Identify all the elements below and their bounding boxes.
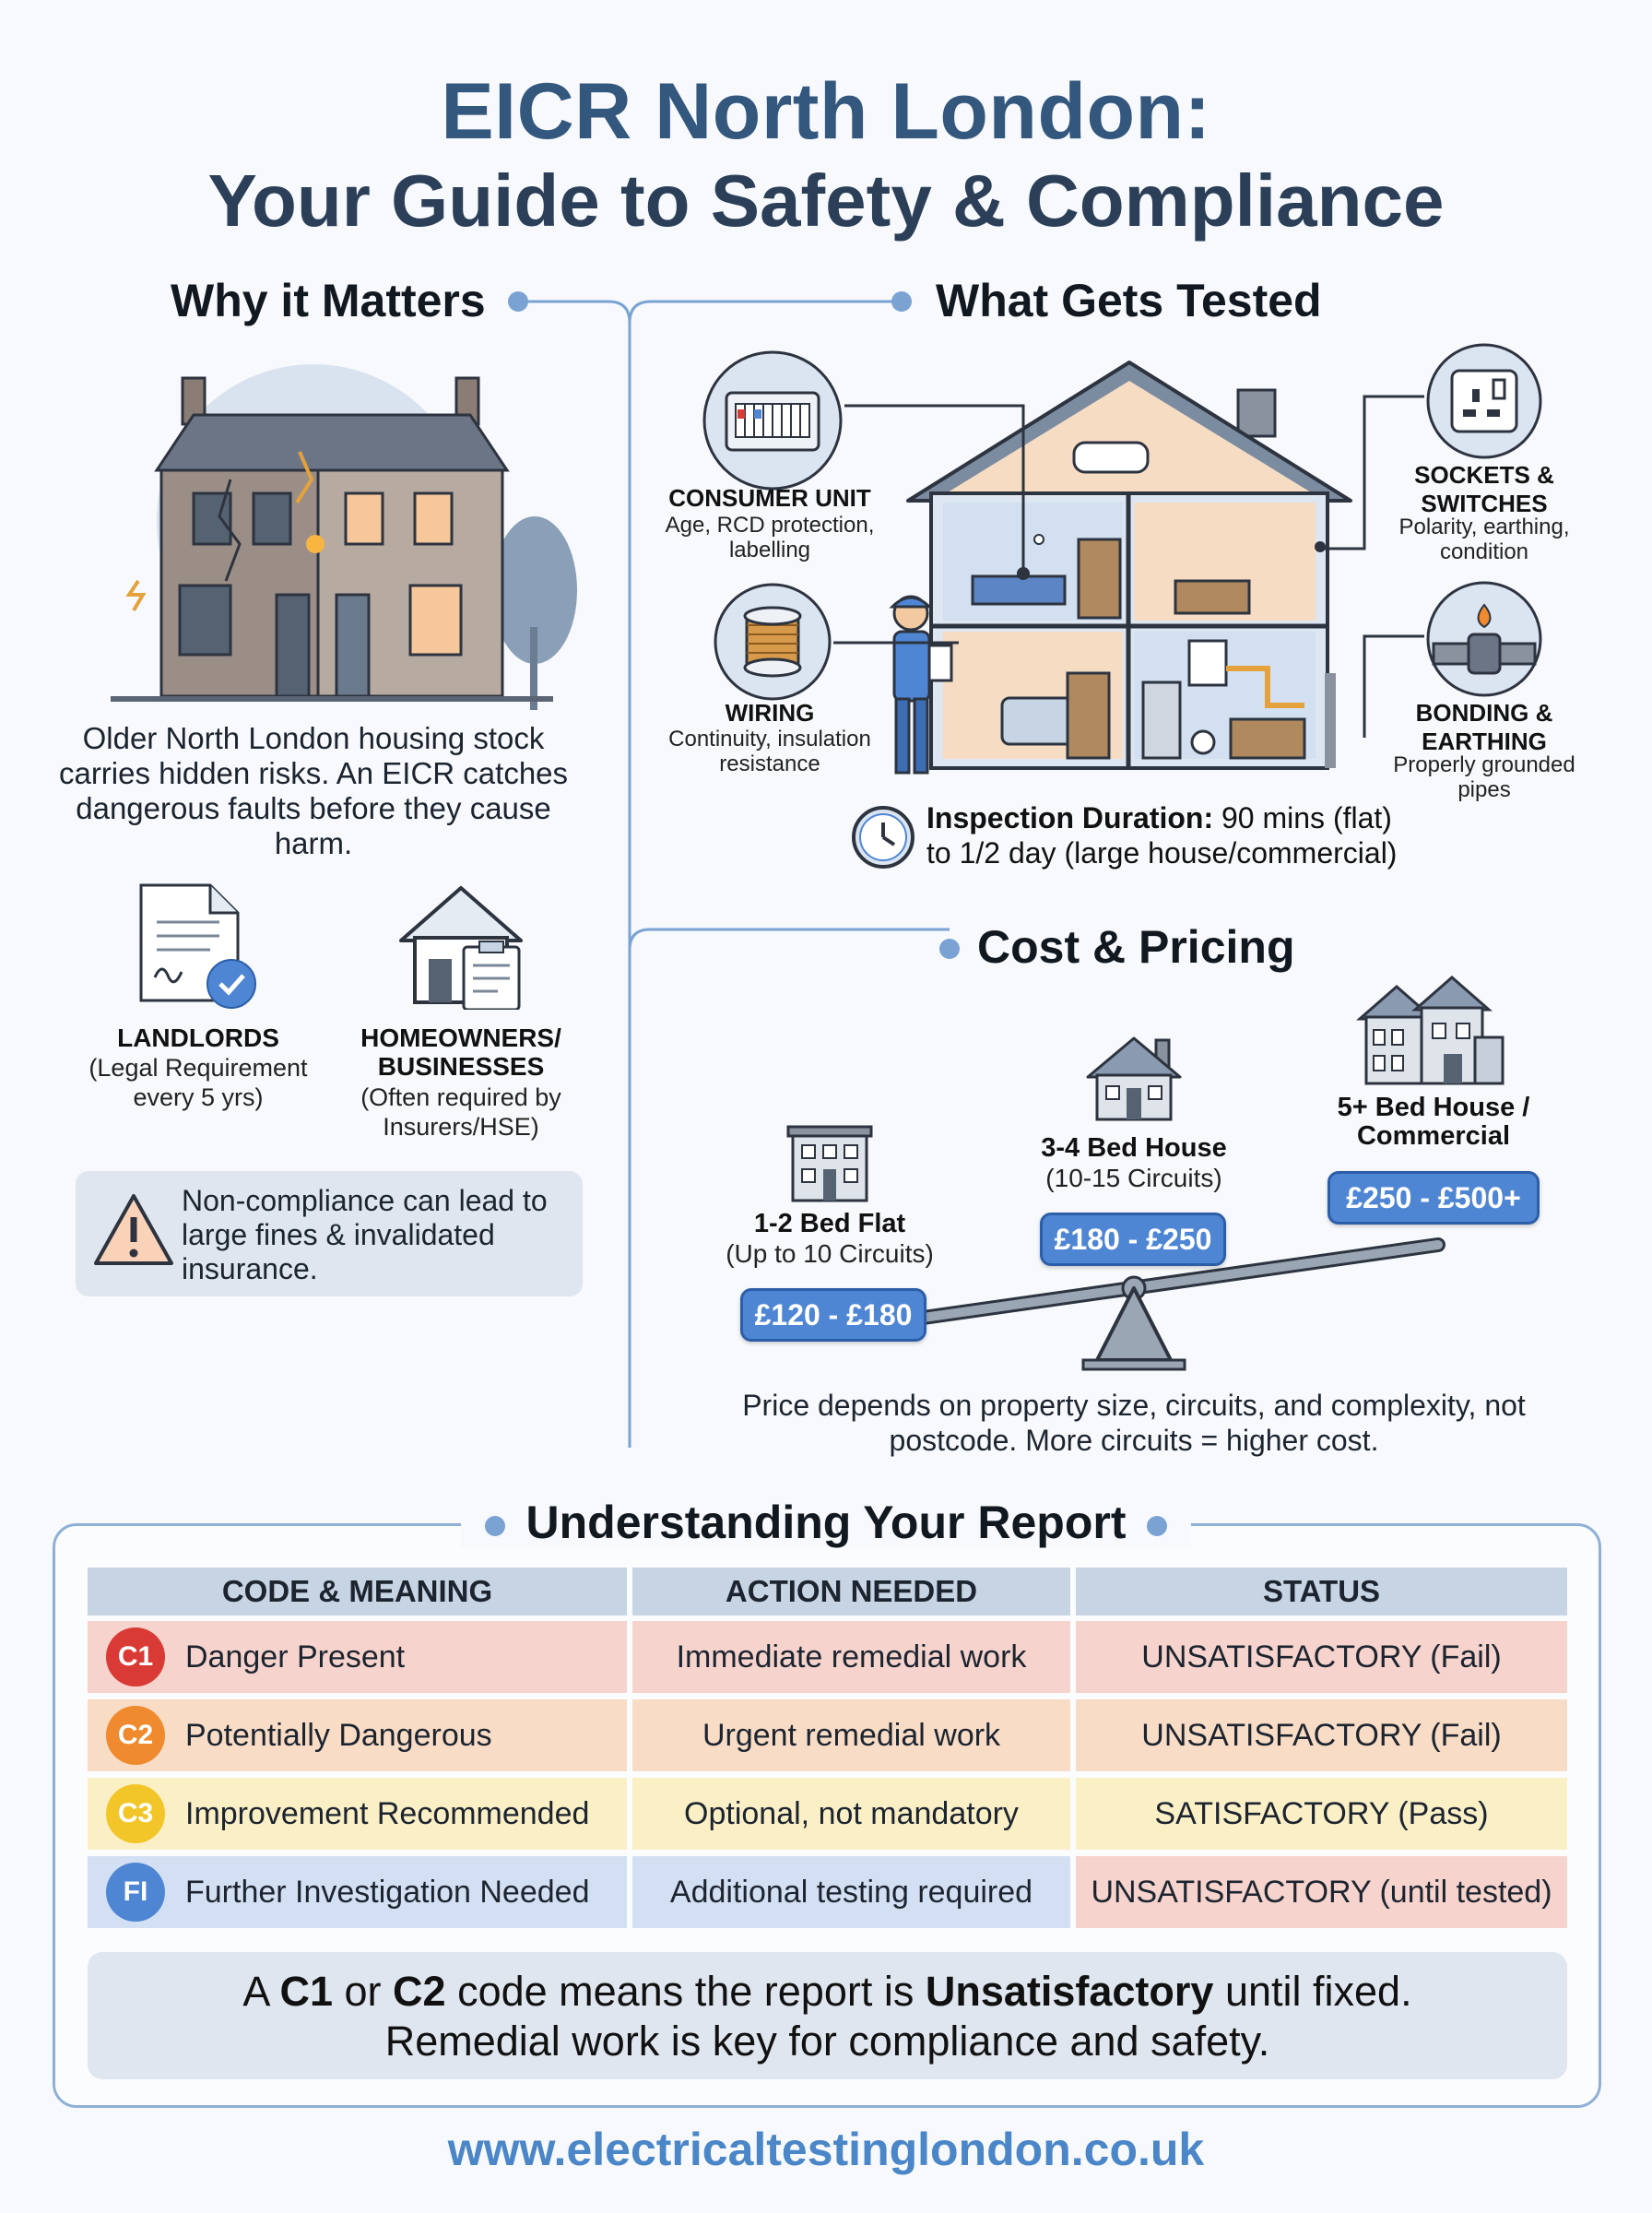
house-icon — [1086, 1036, 1182, 1121]
summary-line-2: Remedial work is key for compliance and … — [384, 2018, 1270, 2065]
tested-heading: What Gets Tested — [936, 275, 1322, 326]
row-status: SATISFACTORY (Pass) — [1076, 1778, 1567, 1850]
website-link[interactable]: www.electricaltestinglondon.co.uk — [447, 2124, 1205, 2175]
warning-box: Non-compliance can lead to large fines &… — [76, 1171, 583, 1296]
report-heading: Understanding Your Report — [525, 1497, 1127, 1548]
summary-text-mid: code means the report is — [445, 1968, 926, 2015]
tier-3-title: 5+ Bed House / Commercial — [1337, 1093, 1530, 1151]
why-body: Older North London housing stock carries… — [58, 721, 569, 860]
summary-unsatisfactory: Unsatisfactory — [925, 1968, 1214, 2015]
col-header-action: ACTION NEEDED — [632, 1568, 1070, 1615]
report-summary: A C1 or C2 code means the report is Unsa… — [88, 1952, 1567, 2079]
why-heading: Why it Matters — [171, 275, 486, 326]
tier-1-sub: (Up to 10 Circuits) — [726, 1239, 934, 1268]
row-action: Additional testing required — [632, 1856, 1070, 1928]
row-action: Optional, not mandatory — [632, 1778, 1070, 1850]
code-meaning: Further Investigation Needed — [185, 1874, 590, 1910]
page-title: EICR North London: — [441, 67, 1211, 156]
sockets-sub: Polarity, earthing, condition — [1398, 515, 1570, 564]
electrician-illustration — [889, 595, 953, 775]
duration-value: 90 mins (flat) to 1/2 day (large house/c… — [926, 801, 1398, 870]
code-badge: FI — [106, 1863, 165, 1922]
code-meaning: Potentially Dangerous — [185, 1717, 492, 1753]
report-heading-bg — [461, 1503, 1191, 1547]
homeowners-sub: (Often required by Insurers/HSE) — [360, 1083, 561, 1141]
summary-text-a: A — [242, 1968, 280, 2015]
report-table: CODE & MEANING ACTION NEEDED STATUS C1 Da… — [88, 1568, 1567, 2084]
row-code-meaning: C1 Danger Present — [88, 1621, 627, 1693]
clock-icon — [852, 806, 914, 869]
code-badge: C2 — [106, 1706, 165, 1765]
row-action: Immediate remedial work — [632, 1621, 1070, 1693]
warning-icon — [94, 1194, 173, 1265]
report-heading-dots — [485, 1516, 1167, 1536]
row-status: UNSATISFACTORY (Fail) — [1076, 1621, 1567, 1693]
code-badge: C1 — [106, 1627, 165, 1686]
consumer-unit-icon — [702, 350, 843, 491]
summary-c1: C1 — [279, 1968, 333, 2015]
large-house-icon — [1356, 976, 1504, 1085]
row-code-meaning: C2 Potentially Dangerous — [88, 1699, 627, 1771]
homeowners-title: HOMEOWNERS/ BUSINESSES — [360, 1024, 561, 1081]
row-code-meaning: C3 Improvement Recommended — [88, 1778, 627, 1850]
wiring-sub: Continuity, insulation resistance — [668, 727, 871, 776]
code-meaning: Improvement Recommended — [185, 1795, 590, 1831]
consumer-unit-title: CONSUMER UNIT — [668, 484, 871, 512]
col-header-code: CODE & MEANING — [88, 1568, 627, 1615]
tier-2-sub: (10-15 Circuits) — [1045, 1164, 1222, 1192]
connector-lines — [508, 291, 960, 1448]
wiring-spool-icon — [714, 583, 832, 701]
terraced-house-illustration — [111, 364, 577, 710]
landlords-sub: (Legal Requirement every 5 yrs) — [88, 1054, 308, 1111]
consumer-unit-sub: Age, RCD protection, labelling — [665, 513, 875, 562]
summary-c2: C2 — [393, 1968, 446, 2015]
cost-note: Price depends on property size, circuits… — [742, 1389, 1526, 1457]
wiring-title: WIRING — [725, 699, 815, 727]
summary-line-1: A C1 or C2 code means the report is Unsa… — [88, 1967, 1567, 2017]
warning-text: Non-compliance can lead to large fines &… — [182, 1184, 548, 1285]
duration-label: Inspection Duration: — [926, 801, 1214, 834]
row-status: UNSATISFACTORY (until tested) — [1076, 1856, 1567, 1928]
flat-building-icon — [786, 1125, 873, 1202]
seesaw-scale-illustration — [896, 1237, 1446, 1371]
code-meaning: Danger Present — [185, 1639, 406, 1675]
landlords-title: LANDLORDS — [117, 1024, 279, 1052]
cost-heading: Cost & Pricing — [977, 921, 1295, 973]
cutaway-house-illustration — [906, 361, 1352, 770]
row-action: Urgent remedial work — [632, 1699, 1070, 1771]
row-status: UNSATISFACTORY (Fail) — [1076, 1699, 1567, 1771]
house-clipboard-icon — [399, 886, 523, 1010]
callout-lines — [833, 395, 1424, 738]
gas-pipe-bonding-icon — [1426, 581, 1542, 697]
tier-1-title: 1-2 Bed Flat — [753, 1209, 906, 1238]
tier-3-price-badge: £250 - £500+ — [1328, 1171, 1540, 1225]
summary-text-or: or — [333, 1968, 394, 2015]
tier-2-title: 3-4 Bed House — [1041, 1133, 1227, 1163]
bonding-sub: Properly grounded pipes — [1393, 752, 1575, 802]
tier-2-price-badge: £180 - £250 — [1040, 1213, 1226, 1266]
sockets-title: SOCKETS & SWITCHES — [1414, 461, 1554, 517]
inspection-duration: Inspection Duration: 90 mins (flat) to 1… — [926, 800, 1424, 870]
row-code-meaning: FI Further Investigation Needed — [88, 1856, 627, 1928]
summary-text-end: until fixed. — [1213, 1968, 1412, 2015]
code-badge: C3 — [106, 1784, 165, 1843]
document-check-icon — [139, 883, 256, 1009]
tier-1-price-badge: £120 - £180 — [740, 1288, 926, 1342]
col-header-status: STATUS — [1076, 1568, 1567, 1615]
socket-icon — [1426, 343, 1542, 459]
bonding-title: BONDING & EARTHING — [1415, 699, 1553, 755]
page-subtitle: Your Guide to Safety & Compliance — [207, 160, 1445, 242]
